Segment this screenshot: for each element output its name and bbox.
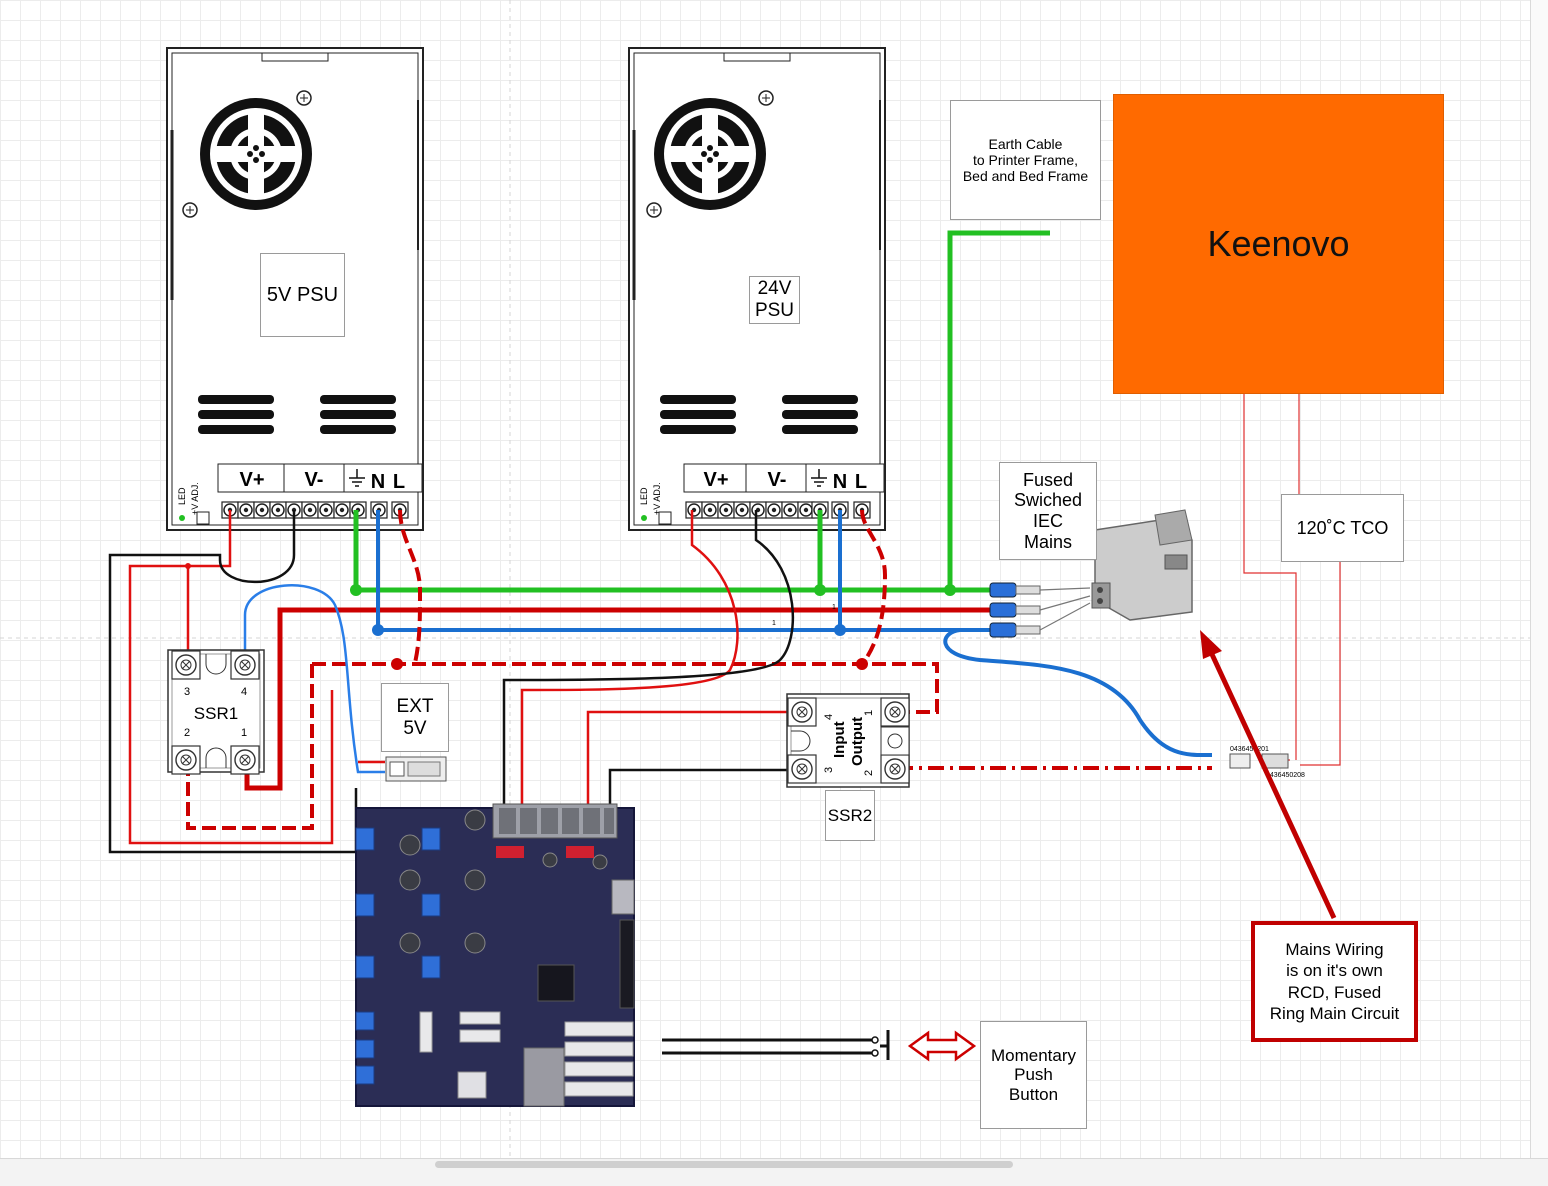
connector-code: 0436450208: [1266, 772, 1305, 779]
ext5v-connector[interactable]: [385, 756, 447, 782]
screw-icon: [646, 202, 662, 218]
junction-dot: [391, 658, 403, 670]
wire-mark: 1: [772, 620, 776, 627]
ssr2-pin-label: 2: [863, 770, 875, 776]
led-label: LED: [177, 487, 187, 505]
adj-label: +V ADJ.: [190, 482, 200, 515]
psu-24v-label: 24V PSU: [749, 276, 800, 324]
junction-dot: [856, 658, 868, 670]
bus-junctions: [350, 584, 956, 636]
vent-slots-icon: [320, 395, 396, 434]
ssr2[interactable]: Input Output 4 1 3 2: [786, 693, 910, 788]
ssr1[interactable]: 3 4 2 1 SSR1: [167, 649, 265, 775]
earth-cable-note: Earth Cable to Printer Frame, Bed and Be…: [950, 100, 1101, 220]
terminal-label-vplus: V+: [703, 469, 728, 491]
ssr2-label: SSR2: [825, 790, 875, 841]
terminal-label-n: N: [833, 471, 847, 493]
led-label: LED: [639, 487, 649, 505]
ssr1-pin-label: 2: [184, 727, 190, 739]
terminal-label-l: L: [855, 471, 867, 493]
terminal-label-vminus: V-: [768, 469, 787, 491]
ext5v-label: EXT 5V: [381, 683, 449, 752]
iec-mains-label: Fused Swiched IEC Mains: [999, 462, 1097, 560]
ssr2-pin-label: 3: [823, 767, 835, 773]
mains-pointer-arrow: [1200, 630, 1337, 920]
ground-icon: [349, 469, 365, 487]
horizontal-scroll-thumb[interactable]: [435, 1161, 1013, 1168]
push-button-label: Momentary Push Button: [980, 1021, 1087, 1129]
screw-icon: [758, 90, 774, 106]
screw-icon: [182, 202, 198, 218]
iec-inlet[interactable]: [1091, 509, 1193, 621]
live-wires: [244, 607, 1000, 791]
vent-slots-icon: [782, 395, 858, 434]
keenovo-heater[interactable]: Keenovo: [1113, 94, 1444, 394]
screw-icon: [296, 90, 312, 106]
ssr1-pin-label: 1: [241, 727, 247, 739]
adj-label: +V ADJ.: [652, 482, 662, 515]
fan-icon: [654, 98, 766, 210]
ssr2-output-label: Output: [849, 717, 866, 766]
terminal-block: [221, 501, 409, 519]
terminal-label-vplus: V+: [239, 469, 264, 491]
mains-wiring-note: Mains Wiring is on it's own RCD, Fused R…: [1251, 921, 1418, 1042]
ssr1-label: SSR1: [194, 704, 238, 723]
ssr2-pin-label: 4: [823, 714, 835, 720]
heater-connector: 0436450201 0436450208: [1229, 746, 1305, 779]
psu24v-output-wires: [502, 510, 800, 820]
ssr2-input-label: Input: [831, 721, 848, 758]
ssr2-mount-icon: [880, 726, 910, 756]
switched-live-wires: [186, 509, 939, 830]
terminal-label-l: L: [393, 471, 405, 493]
vertical-scrollbar[interactable]: [1530, 0, 1548, 1158]
double-arrow-icon: [907, 1030, 977, 1062]
terminal-label-n: N: [371, 471, 385, 493]
terminal-block: [685, 501, 871, 519]
psu-5v-label: 5V PSU: [260, 253, 345, 337]
controller-board[interactable]: [355, 803, 635, 1107]
ssr1-pin-label: 4: [241, 686, 247, 698]
fan-icon: [200, 98, 312, 210]
heater-leads: [1243, 394, 1341, 766]
spade-connectors: [989, 582, 1091, 638]
button-wires: [662, 1030, 890, 1060]
ssr1-pin-label: 3: [184, 686, 190, 698]
psu5v-output-wires: [108, 510, 385, 854]
terminal-label-vminus: V-: [305, 469, 324, 491]
ground-icon: [811, 469, 827, 487]
tco-label: 120˚C TCO: [1281, 494, 1404, 562]
connector-code: 0436450201: [1230, 746, 1269, 753]
wire-mark: 1: [832, 604, 836, 611]
vent-slots-icon: [660, 395, 736, 434]
ssr2-pin-label: 1: [863, 710, 875, 716]
vent-slots-icon: [198, 395, 274, 434]
